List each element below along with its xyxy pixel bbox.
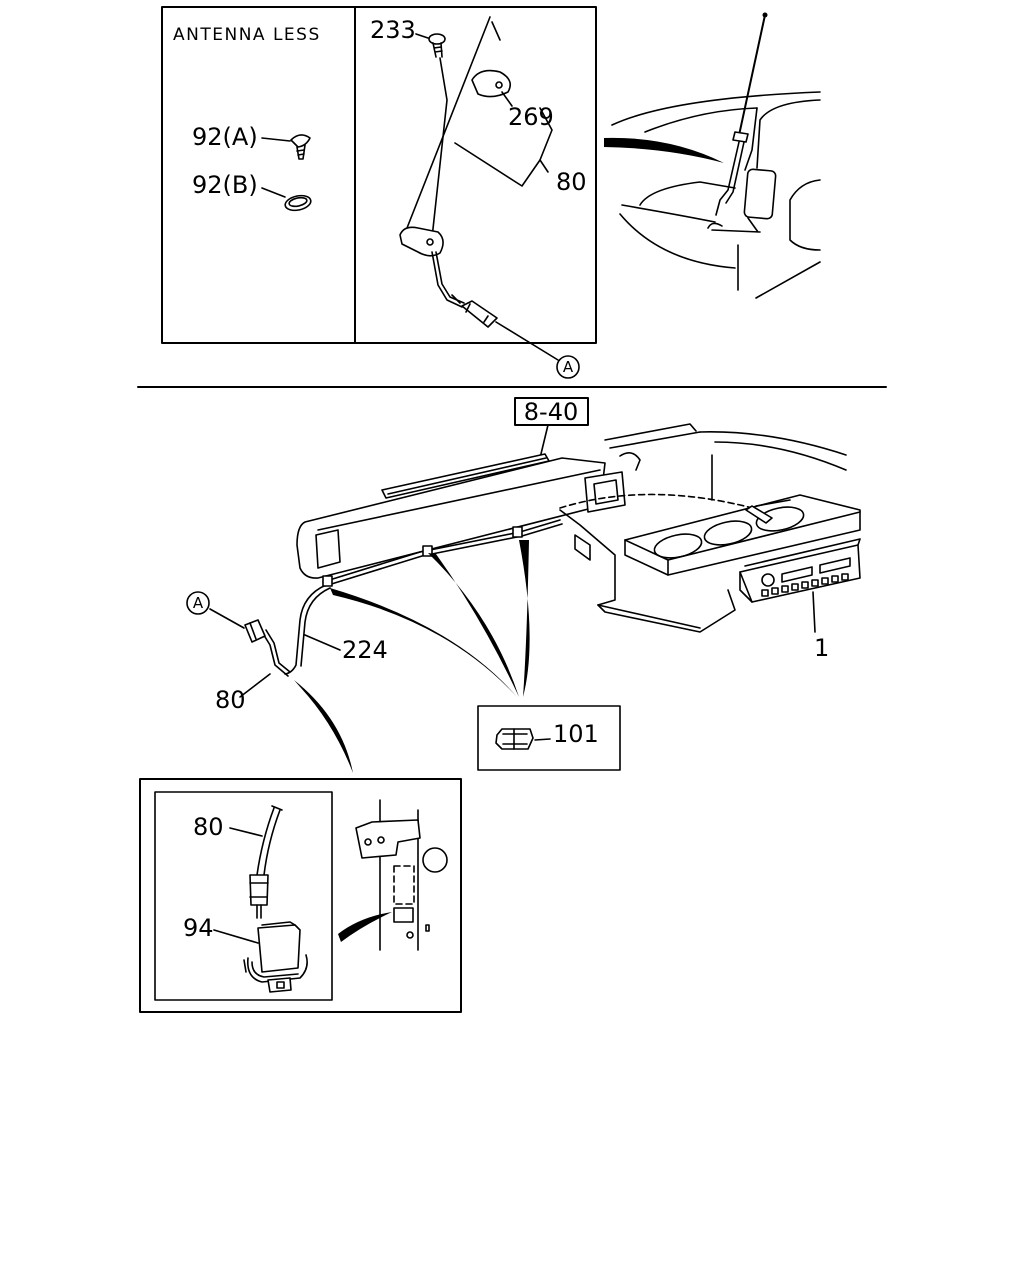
cable-end-connector bbox=[244, 619, 266, 643]
extension-cable-80 bbox=[261, 629, 291, 677]
location-pointer-arrow-inset bbox=[338, 912, 392, 942]
svg-text:A: A bbox=[193, 594, 204, 612]
antenna-mast bbox=[406, 16, 501, 239]
antenna-inset-panel: ANTENNA LESS 92(A) 92(B) 233 bbox=[161, 6, 597, 379]
connector-inset-frame bbox=[139, 778, 462, 1013]
svg-text:A: A bbox=[563, 358, 574, 376]
cab-pillar bbox=[744, 107, 758, 171]
pillar-opening bbox=[393, 865, 415, 905]
antenna-lower-bracket bbox=[399, 226, 444, 257]
antenna-tip bbox=[762, 12, 768, 18]
hinge-plate bbox=[355, 819, 421, 859]
clip-101-box: 101 bbox=[477, 705, 621, 771]
antenna-lead-2 bbox=[725, 141, 745, 204]
leader-8-40 bbox=[539, 424, 549, 459]
location-pointer-arrow-top bbox=[604, 137, 724, 163]
cab-sill-line bbox=[755, 261, 821, 299]
leader-80-inset bbox=[229, 827, 263, 837]
cab-fender-line bbox=[619, 213, 736, 269]
dashboard-body bbox=[296, 457, 626, 579]
cab-window-line bbox=[644, 107, 758, 133]
reference-a-marker-top: A bbox=[556, 355, 580, 379]
antenna-upper-pad bbox=[471, 69, 511, 98]
callout-101: 101 bbox=[553, 720, 599, 748]
cab-cowl-line bbox=[639, 181, 736, 206]
leader-ref-a-dash bbox=[209, 608, 245, 629]
antenna-mount bbox=[732, 131, 749, 143]
inset-frame bbox=[161, 6, 597, 344]
leader-1 bbox=[812, 591, 816, 633]
antenna-rod bbox=[737, 14, 766, 141]
cowl-structure bbox=[604, 423, 847, 501]
antenna-cable-end bbox=[256, 805, 283, 876]
radio-shelf bbox=[624, 494, 861, 576]
leader-92a bbox=[261, 137, 291, 142]
reference-box-8-40: 8-40 bbox=[514, 397, 589, 426]
door-pillar-illustration bbox=[355, 799, 448, 951]
leader-ref-a-top bbox=[495, 321, 559, 361]
clip-pointer-arrows bbox=[330, 540, 530, 697]
holder-clamp-94-icon bbox=[243, 921, 308, 993]
callout-92a: 92(A) bbox=[192, 123, 258, 151]
side-mirror bbox=[743, 168, 777, 220]
hidden-cable-route bbox=[559, 493, 761, 511]
radio-display-2 bbox=[819, 557, 851, 574]
leader-92b bbox=[261, 187, 286, 198]
leader-269 bbox=[501, 91, 513, 107]
antenna-less-title: ANTENNA LESS bbox=[173, 25, 321, 45]
callout-94: 94 bbox=[183, 914, 214, 942]
svg-text:8-40: 8-40 bbox=[524, 398, 578, 426]
cab-rear-line bbox=[789, 179, 821, 251]
cab-door-frame bbox=[756, 99, 821, 169]
leader-224 bbox=[304, 634, 341, 651]
callout-224: 224 bbox=[342, 636, 388, 664]
cab-hood-line bbox=[621, 204, 716, 223]
center-console bbox=[559, 509, 736, 633]
truck-cab-illustration bbox=[604, 12, 821, 299]
feeder-cable bbox=[284, 519, 563, 675]
screw-92a-icon bbox=[290, 134, 311, 160]
radio-knob-icon bbox=[761, 573, 775, 587]
callout-269: 269 bbox=[508, 103, 554, 131]
dashboard-section: 8-40 bbox=[186, 397, 861, 773]
cable-clips bbox=[322, 526, 523, 587]
radio-unit bbox=[739, 538, 861, 603]
location-pointer-arrow-bottom bbox=[294, 680, 353, 773]
callout-80-dash: 80 bbox=[215, 686, 246, 714]
pillar-hole bbox=[422, 847, 448, 873]
callout-80-top: 80 bbox=[556, 168, 587, 196]
antenna-plug-detail-icon bbox=[249, 874, 269, 919]
leader-94 bbox=[213, 929, 259, 944]
leader-233 bbox=[415, 33, 429, 39]
connector-detail-frame bbox=[154, 791, 333, 1001]
callout-80-inset: 80 bbox=[193, 813, 224, 841]
grommet-92b-icon bbox=[284, 194, 312, 212]
antenna-assembly-section: 233 269 80 bbox=[370, 16, 587, 379]
radio-display bbox=[781, 566, 813, 583]
antenna-cable bbox=[431, 251, 465, 308]
leader-101 bbox=[534, 738, 551, 741]
antenna-plug-icon bbox=[461, 300, 498, 328]
antenna-lead bbox=[715, 141, 740, 216]
reference-a-marker-dash: A bbox=[186, 591, 210, 615]
callout-1: 1 bbox=[814, 634, 829, 662]
leader-80-top-text bbox=[539, 159, 549, 173]
cable-clip-icon bbox=[495, 728, 534, 750]
connector-inset-panel: 80 94 bbox=[139, 778, 462, 1013]
cab-roof-line bbox=[611, 91, 821, 126]
mirror-arm bbox=[707, 217, 761, 233]
callout-233: 233 bbox=[370, 16, 416, 44]
leader-80-dash bbox=[239, 673, 271, 698]
radio-preset-buttons bbox=[761, 573, 849, 597]
antenna-jack-plug bbox=[745, 499, 791, 524]
antenna-less-section: ANTENNA LESS 92(A) 92(B) bbox=[173, 25, 321, 212]
callout-92b: 92(B) bbox=[192, 171, 258, 199]
screw-233-icon bbox=[428, 33, 446, 58]
